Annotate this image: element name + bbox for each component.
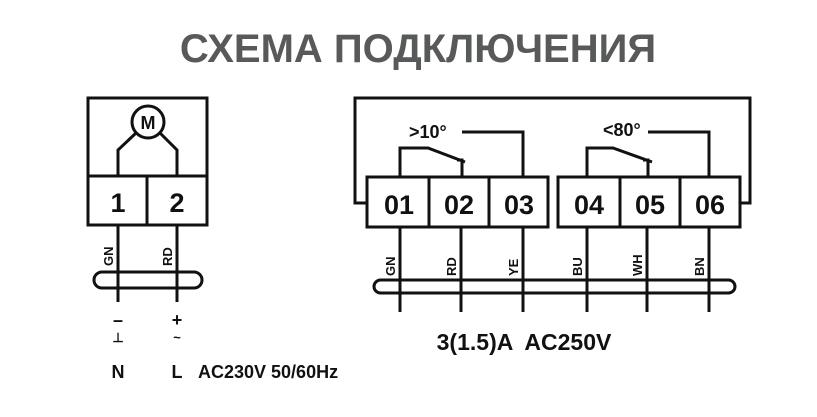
terminal-06: 06 bbox=[695, 190, 725, 220]
terminal-03: 03 bbox=[504, 190, 534, 220]
label-n: N bbox=[112, 362, 125, 382]
motor-symbol: M bbox=[141, 113, 156, 133]
terminal-block-1 bbox=[365, 175, 550, 229]
diagram-title: СХЕМА ПОДКЛЮЧЕНИЯ bbox=[180, 27, 656, 71]
wire-label-rd: RD bbox=[160, 247, 175, 266]
wires bbox=[398, 227, 711, 312]
switch-1-label: >10° bbox=[409, 122, 447, 142]
terminal-1: 1 bbox=[110, 188, 125, 218]
switch-2-icon bbox=[585, 146, 653, 177]
switch-rating: 3(1.5)A AC250V bbox=[437, 329, 612, 355]
wire-label-rd2: RD bbox=[444, 257, 459, 276]
terminal-2: 2 bbox=[169, 188, 184, 218]
wire-label-bu: BU bbox=[570, 257, 585, 276]
polarity-ac: ~ bbox=[173, 330, 181, 345]
wire-label-gn2: GN bbox=[383, 257, 398, 277]
supply-rating: AC230V 50/60Hz bbox=[198, 362, 338, 382]
wire-label-ye: YE bbox=[506, 258, 521, 276]
terminal-04: 04 bbox=[574, 190, 604, 220]
cable-sleeve bbox=[92, 270, 204, 290]
housing-loop bbox=[353, 96, 752, 205]
wire-label-bn: BN bbox=[692, 257, 707, 276]
label-l: L bbox=[172, 362, 183, 382]
switch-module: 01 02 03 04 05 06 >10° <80° GN RD YE BU … bbox=[353, 96, 752, 355]
switch-2-label: <80° bbox=[603, 120, 641, 140]
motor-module: M 1 2 GN RD – ⊥ + ~ N L AC230V 50/60Hz bbox=[86, 96, 338, 382]
switch-1-icon bbox=[398, 146, 466, 177]
wire-label-gn: GN bbox=[101, 247, 116, 267]
polarity-earth: ⊥ bbox=[112, 330, 123, 345]
cable-sleeve-2 bbox=[372, 278, 737, 295]
terminal-05: 05 bbox=[635, 190, 665, 220]
wire-label-wh: WH bbox=[630, 254, 645, 276]
terminal-02: 02 bbox=[444, 190, 474, 220]
terminal-01: 01 bbox=[384, 190, 414, 220]
polarity-minus: – bbox=[113, 310, 123, 330]
motor-icon bbox=[130, 104, 166, 140]
polarity-plus: + bbox=[172, 310, 183, 330]
